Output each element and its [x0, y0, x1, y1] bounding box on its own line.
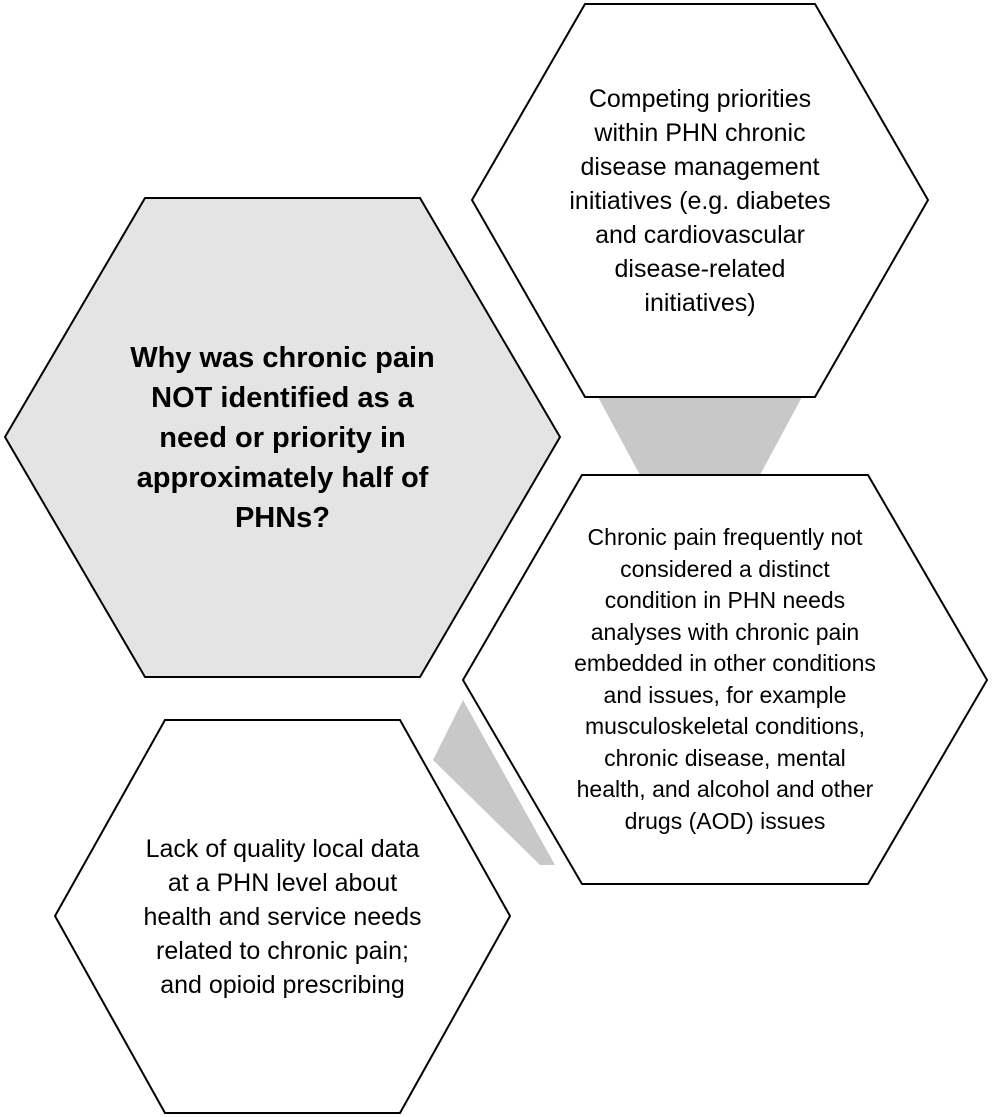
question-text: Why was chronic pain NOT identified as a… [130, 341, 435, 534]
reason-hexagon-top [470, 3, 930, 398]
connector-middle-to-bottom [433, 700, 555, 865]
reason-text-competing-priorities: Competing priorities within PHN chronic … [569, 84, 831, 317]
reason-hexagon-middle [461, 474, 989, 885]
reason-text-not-distinct-condition: Chronic pain frequently not considered a… [574, 524, 876, 834]
connector-top-to-middle [598, 397, 802, 475]
question-hexagon [3, 197, 562, 678]
reason-hexagon-bottom [53, 719, 512, 1114]
reason-text-lack-of-data: Lack of quality local data at a PHN leve… [143, 834, 422, 999]
